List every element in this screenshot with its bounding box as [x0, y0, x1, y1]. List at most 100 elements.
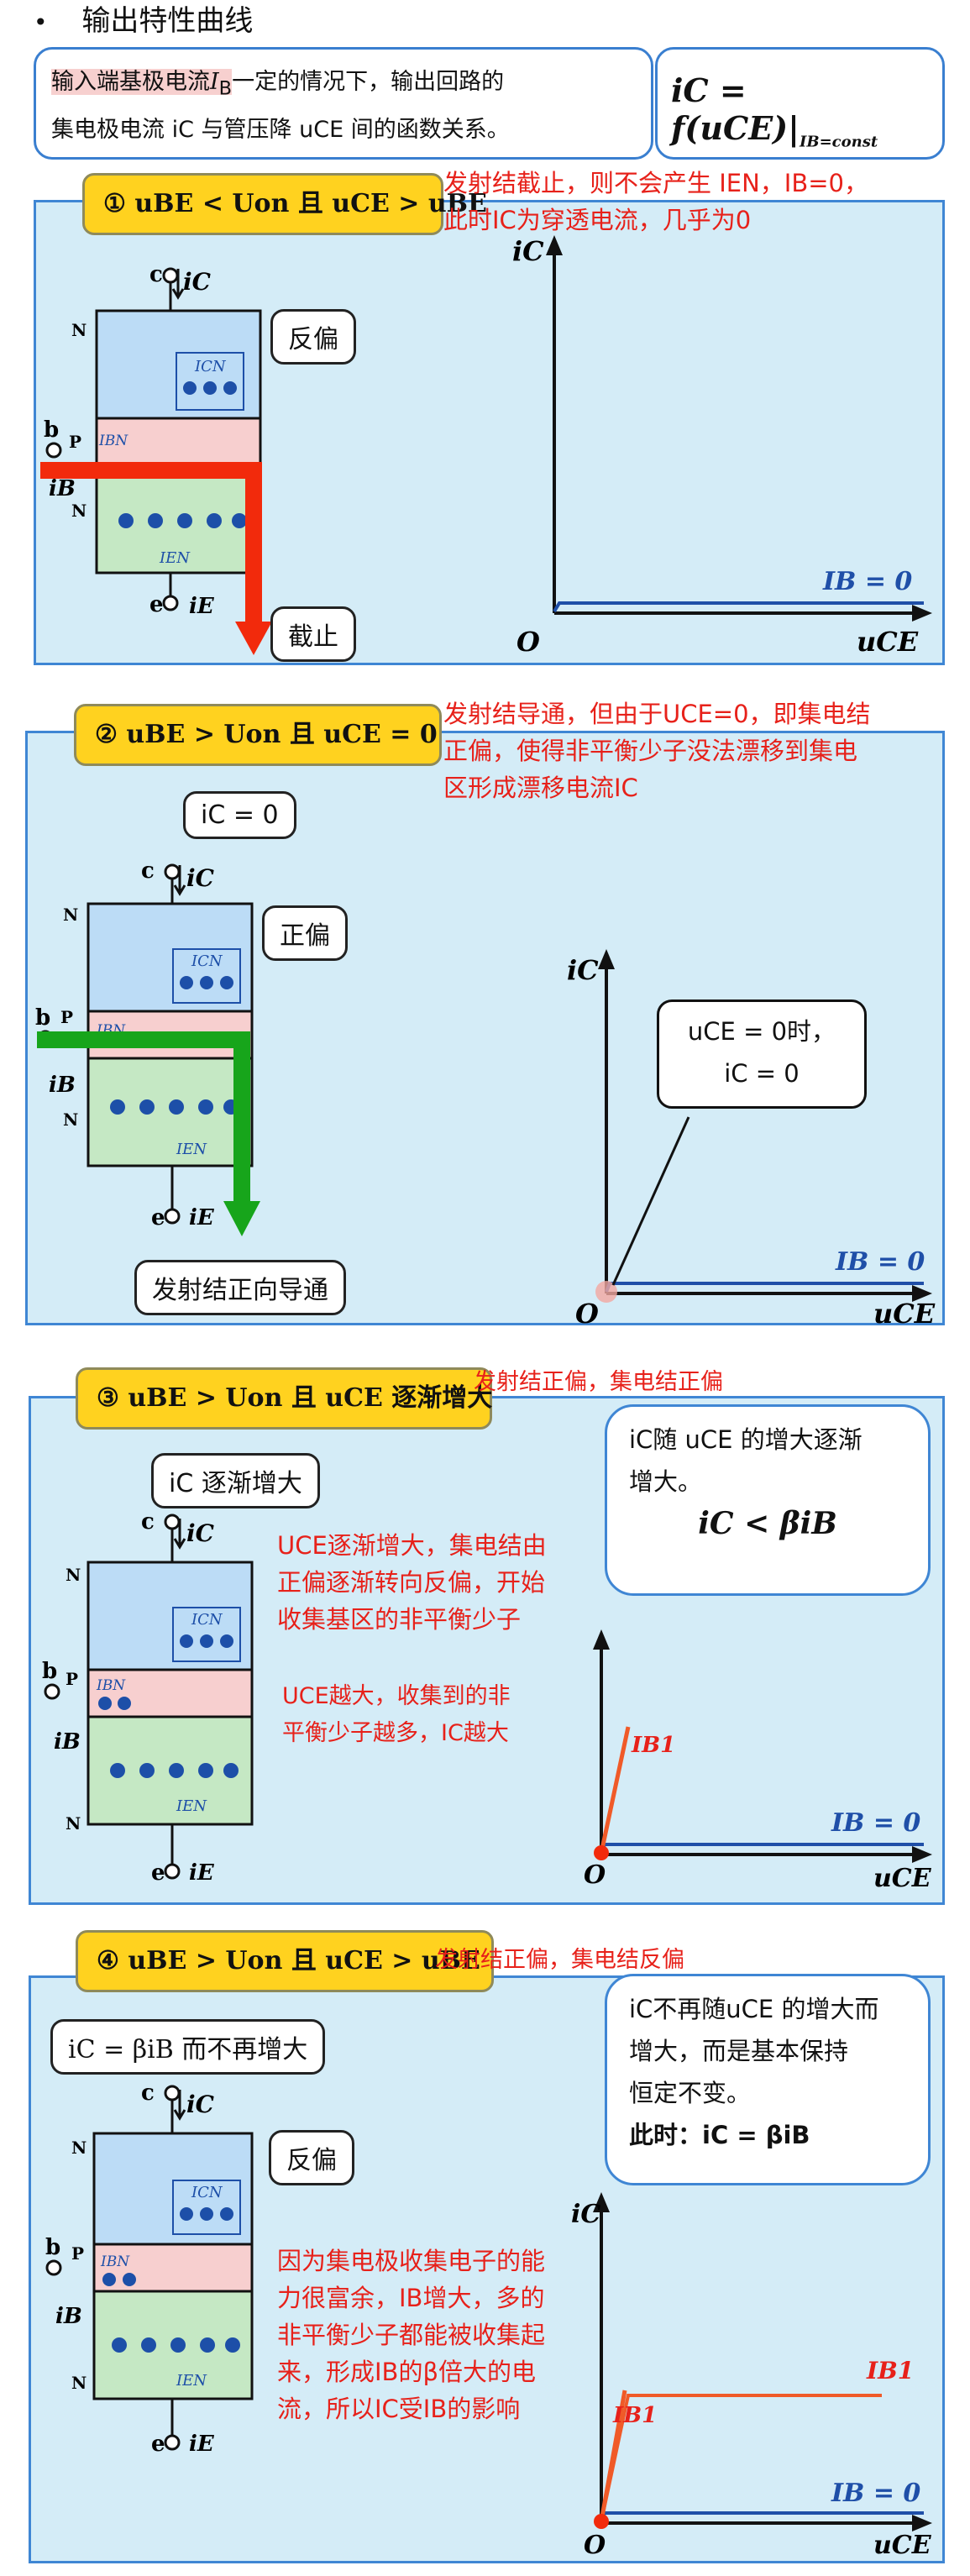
section-title: • 输出特性曲线: [34, 0, 253, 42]
panel-2-graph: iC uCE O IB = 0: [567, 949, 936, 1327]
panel-4-bubble-reverse: 反偏: [269, 2130, 354, 2185]
panel-2-callout: uCE = 0时， iC = 0: [657, 999, 867, 1109]
curve-ib1-rise: [599, 2390, 627, 2522]
curve-ib1-label-left: IB1: [612, 2403, 657, 2428]
icn-label: ICN: [191, 1611, 223, 1629]
emitter-terminal: [164, 1863, 181, 1880]
curve-ib0: [600, 2511, 924, 2522]
panel-3-callout-line1: iC随 uCE 的增大逐渐: [629, 1425, 863, 1454]
base-label: b: [42, 1659, 57, 1684]
ie-label: iE: [189, 1205, 215, 1230]
panel-4-text-a-line4: 来，形成IB的β倍大的电: [277, 2358, 536, 2386]
n-label-bottom: N: [66, 1813, 81, 1834]
panel-4-callout-line2: 增大，而是基本保持: [629, 2037, 849, 2065]
panel-2-note-line3: 区形成漂移电流IC: [443, 774, 638, 802]
collector-label: c: [141, 858, 155, 884]
forward-arrow-head: [223, 1201, 260, 1236]
ib-label: iB: [55, 2304, 82, 2329]
panel-3-callout: iC随 uCE 的增大逐渐 增大。 iC < βiB: [605, 1404, 931, 1596]
panel-3-text-b: UCE越大，收集到的非 平衡少子越多，IC越大: [282, 1678, 627, 1752]
panel-4-text-a-line1: 因为集电极收集电子的能: [277, 2247, 546, 2275]
formula-box: iC = f(uCE)|IB=const: [655, 47, 945, 160]
panel-3-text-a-line2: 正偏逐渐转向反偏，开始: [277, 1568, 546, 1597]
panel-3-text-a-line3: 收集基区的非平衡少子: [277, 1605, 522, 1634]
curve-ib0: [605, 1282, 924, 1293]
ic-label: iC: [186, 864, 215, 892]
ic-arrow-icon: [173, 1519, 186, 1550]
p-label: P: [69, 432, 81, 452]
n-label-bottom: N: [71, 501, 87, 521]
panel-4-callout: iC不再随uCE 的增大而 增大，而是基本保持 恒定不变。 此时：iC = βi…: [605, 1974, 931, 2185]
ie-label: iE: [189, 2432, 215, 2457]
curve-ib1-label-right: IB1: [866, 2357, 914, 2385]
n-label-top: N: [63, 905, 78, 925]
collector-label: c: [141, 2080, 155, 2106]
panel-2-condition: ② uBE > Uon 且 uCE = 0: [74, 704, 442, 766]
panel-3-text-b-line2: 平衡少子越多，IC越大: [282, 1720, 509, 1746]
origin-label: O: [584, 1860, 606, 1890]
panel-1-note-line2: 此时IC为穿透电流，几乎为0: [443, 206, 752, 234]
collector-label: c: [141, 1509, 155, 1535]
origin-dot: [594, 1845, 609, 1860]
y-axis-label: iC: [571, 2200, 600, 2229]
icn-label: ICN: [194, 358, 227, 375]
panel-4-transistor: c iC N N P ICN IEN IBN b iB e iE: [45, 2080, 254, 2457]
origin-label: O: [575, 1298, 599, 1327]
bullet-icon: •: [34, 8, 48, 36]
emitter-terminal: [162, 595, 179, 611]
ien-label: IEN: [176, 1797, 207, 1815]
icn-label: ICN: [191, 2184, 223, 2201]
intro-line1-prefix: 输入端基极电流: [51, 69, 210, 95]
panel-1-note: 发射结截止，则不会产生 IEN，IB=0， 此时IC为穿透电流，几乎为0: [443, 165, 947, 239]
ic-arrow-icon: [171, 269, 185, 300]
collector-region: [87, 902, 254, 1013]
p-label: P: [60, 1007, 73, 1027]
panel-2-bubble-emitter-forward: 发射结正向导通: [134, 1260, 346, 1315]
panel-4-callout-line3: 恒定不变。: [629, 2079, 752, 2107]
base-region: [92, 2243, 254, 2293]
formula-text: iC = f(uCE)|: [671, 71, 800, 147]
ien-label: IEN: [159, 549, 191, 567]
collector-region: [87, 1561, 254, 1671]
panel-3-text-b-line1: UCE越大，收集到的非: [282, 1683, 511, 1709]
n-label-top: N: [71, 320, 87, 340]
ien-label: IEN: [176, 2372, 207, 2390]
ic-arrow-icon: [173, 2090, 186, 2121]
n-label-bottom: N: [63, 1110, 78, 1130]
ib-label: iB: [49, 476, 76, 501]
panel-4-text-a-line5: 流，所以IC受IB的影响: [277, 2395, 521, 2423]
cutoff-arrow: [40, 462, 262, 630]
panel-3-condition: ③ uBE > Uon 且 uCE 逐渐增大: [76, 1367, 492, 1430]
curve-ib0-label: IB = 0: [831, 2479, 920, 2508]
collector-label: c: [149, 262, 163, 287]
ie-label: iE: [189, 594, 215, 619]
ibn-label: IBN: [96, 1677, 126, 1694]
panel-1-condition: ① uBE < Uon 且 uCE > uBE: [82, 173, 487, 235]
ibn-label: IBN: [98, 433, 128, 449]
ic-label: iC: [186, 2091, 215, 2118]
x-axis-label: uCE: [873, 1864, 932, 1893]
panel-3-bubble-ic-increase: iC 逐渐增大: [151, 1453, 320, 1508]
n-label-top: N: [66, 1565, 81, 1585]
panel-4-text-a-line3: 非平衡少子都能被收集起: [277, 2321, 546, 2349]
panel-1-bubble-reverse: 反偏: [270, 309, 356, 365]
formula-sub: IB=const: [799, 133, 878, 151]
panel-2-transistor: c iC N N P ICN IEN IBN b iB e iE: [35, 858, 260, 1236]
n-label-bottom: N: [71, 2373, 87, 2393]
panel-2-bubble-ic0: iC = 0: [183, 791, 296, 839]
base-region: [87, 1668, 254, 1718]
panel-4-text-a: 因为集电极收集电子的能 力很富余，IB增大，多的 非平衡少子都能被收集起 来，形…: [277, 2243, 613, 2427]
intro-var: I: [210, 69, 219, 95]
emitter-label: e: [151, 1860, 165, 1886]
emitter-label: e: [151, 2432, 165, 2457]
intro-line2: 集电极电流 iC 与管压降 uCE 间的函数关系。: [51, 117, 510, 144]
panel-3-graph: O uCE IB = 0 IB1: [584, 1629, 932, 1893]
cutoff-arrow-head: [235, 622, 272, 655]
panel-2-note: 发射结导通，但由于UCE=0，即集电结 正偏，使得非平衡少子没法漂移到集电 区形…: [443, 695, 947, 806]
panel-3-callout-formula: iC < βiB: [698, 1506, 837, 1541]
emitter-terminal: [164, 2434, 181, 2451]
collector-terminal: [164, 2085, 181, 2101]
intro-line1-highlight: 输入端基极电流IB: [51, 69, 233, 99]
panel-4-callout-line1: iC不再随uCE 的增大而: [629, 1995, 879, 2023]
forward-arrow: [37, 1031, 250, 1208]
